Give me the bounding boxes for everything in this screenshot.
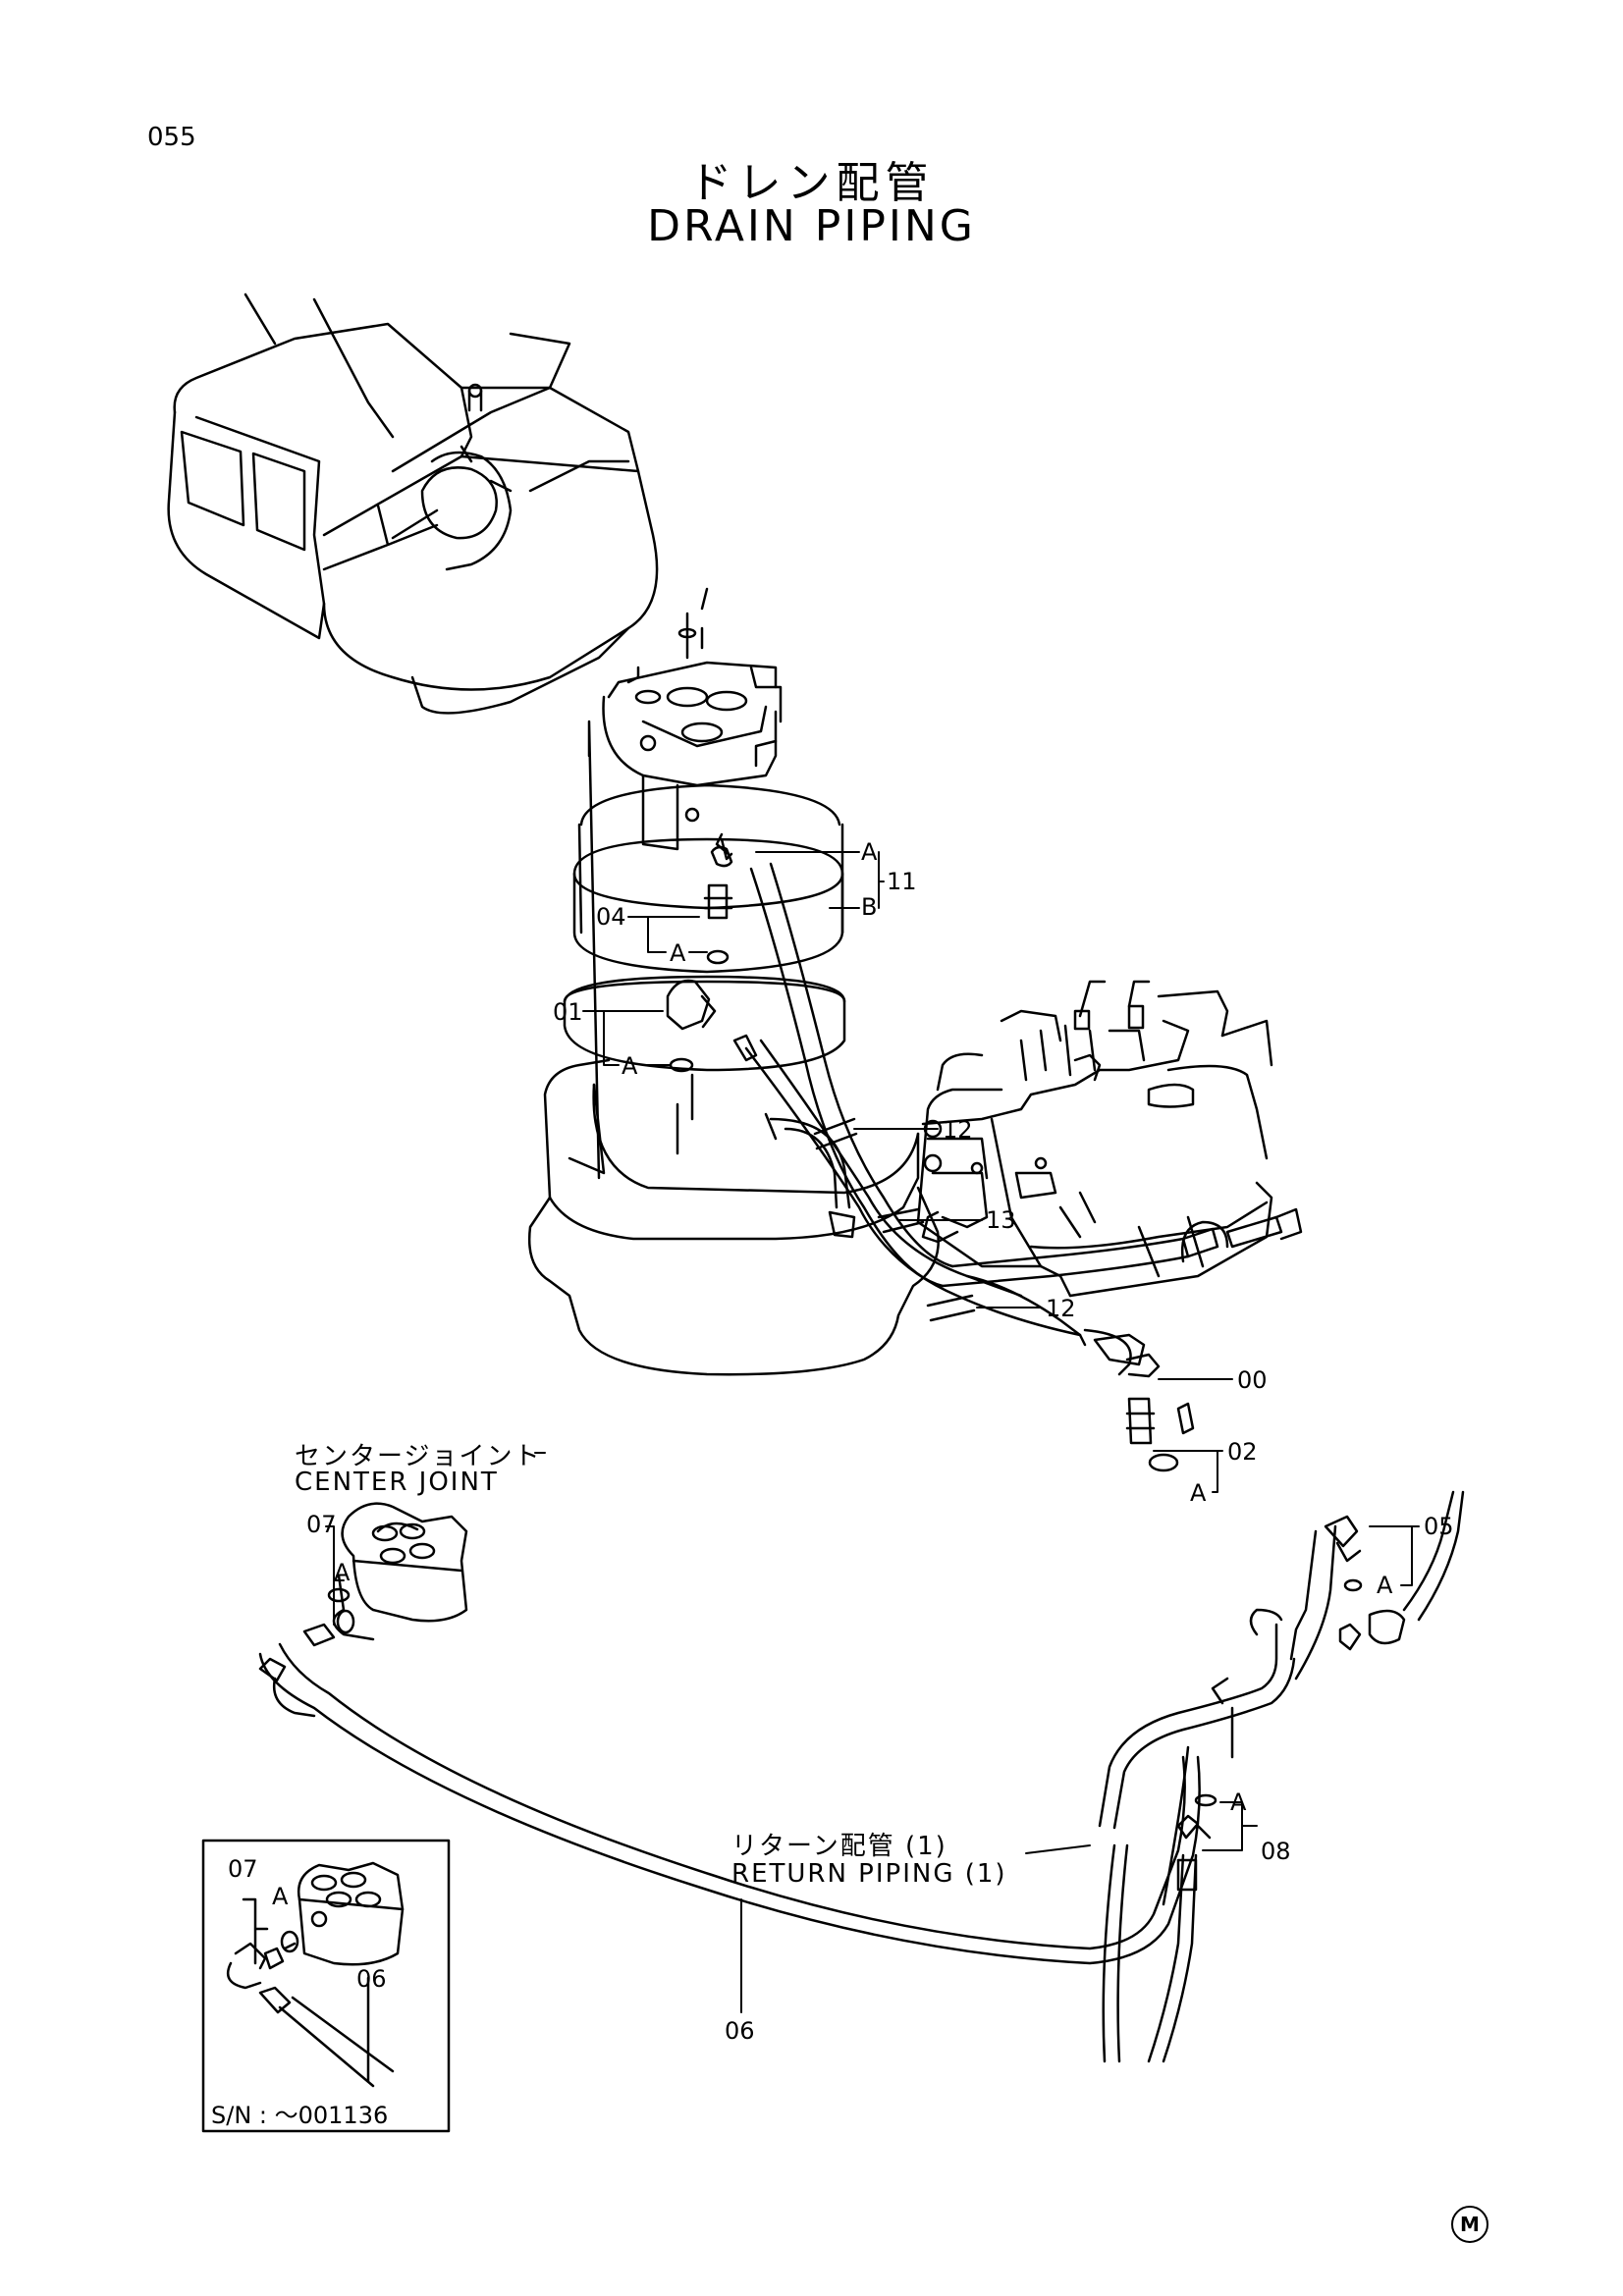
fitting-04-elbow	[703, 883, 733, 965]
hose-clamps	[813, 1117, 976, 1322]
title-english: DRAIN PIPING	[647, 201, 976, 251]
callout-02: 02	[1227, 1438, 1258, 1466]
fitting-07	[258, 1609, 355, 1718]
hose-08	[1147, 1793, 1217, 2063]
page-number: 055	[147, 123, 196, 152]
fitting-02	[1125, 1397, 1195, 1472]
inset-callout-06: 06	[356, 1965, 387, 1993]
callout-06: 06	[725, 2017, 755, 2045]
label-a-hose11: A	[861, 838, 878, 866]
callout-07: 07	[306, 1511, 337, 1538]
center-joint-label-en: CENTER JOINT	[295, 1468, 499, 1497]
label-a-01: A	[622, 1052, 638, 1080]
fitting-01-elbow	[666, 979, 717, 1155]
swing-motor-illustration	[528, 587, 940, 1376]
return-piping-label-en: RETURN PIPING (1)	[731, 1859, 1007, 1889]
inset-detail	[201, 1839, 451, 2133]
callout-12-upper: 12	[943, 1116, 973, 1144]
title-japanese: ドレン配管	[688, 158, 935, 208]
callout-08: 08	[1261, 1838, 1291, 1865]
callout-12-lower: 12	[1046, 1295, 1076, 1322]
label-a-02: A	[1190, 1479, 1207, 1507]
label-a-07: A	[334, 1559, 351, 1586]
callout-11: 11	[887, 868, 917, 895]
callout-13: 13	[986, 1206, 1016, 1234]
callout-04: 04	[596, 903, 626, 931]
return-piping-line	[258, 1524, 1337, 2063]
drain-hose-00	[732, 1034, 1161, 1378]
label-a-08: A	[1230, 1789, 1247, 1816]
inset-label-a: A	[272, 1883, 289, 1910]
label-a-05: A	[1377, 1572, 1393, 1599]
label-a-04: A	[670, 939, 686, 967]
inset-callout-07: 07	[228, 1855, 258, 1883]
circled-m-mark: M	[1451, 2206, 1488, 2243]
callout-00: 00	[1237, 1366, 1268, 1394]
fitting-05	[1324, 1490, 1465, 1651]
label-b-hose11: B	[861, 893, 878, 921]
callout-01: 01	[553, 998, 583, 1026]
leader-lines	[325, 851, 1420, 2013]
return-piping-label-jp: リターン配管 (1)	[731, 1832, 947, 1861]
excavator-overview-illustration	[167, 293, 659, 715]
callout-05: 05	[1424, 1513, 1454, 1540]
inset-serial-number: S/N : ～001136	[211, 2102, 389, 2129]
drain-hose-11	[710, 832, 1303, 1288]
center-joint-label-jp: センタージョイント	[295, 1442, 542, 1471]
